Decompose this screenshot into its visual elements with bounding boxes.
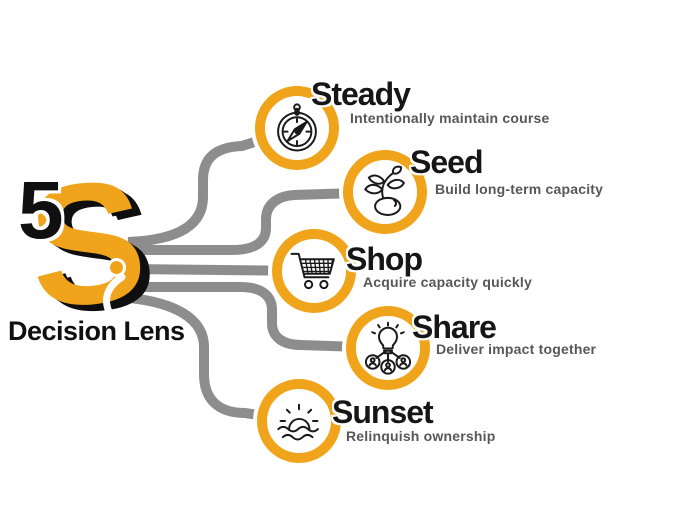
- logo-dot-icon: [107, 258, 126, 277]
- node-title-share: Share: [412, 309, 497, 345]
- node-title-seed: Seed: [410, 144, 483, 180]
- node-shop: [272, 229, 356, 313]
- idea-people-icon: [364, 321, 412, 375]
- logo-label: Decision Lens: [8, 316, 185, 346]
- node-share: [346, 306, 430, 390]
- node-title-steady: Steady: [311, 76, 411, 112]
- compass-icon: [277, 103, 317, 152]
- connector-seed: [128, 187, 386, 255]
- node-steady: [255, 86, 339, 170]
- connector-share: [130, 282, 389, 353]
- node-title-shop: Shop: [346, 241, 423, 277]
- logo-number-5: 5: [18, 165, 64, 256]
- node-seed: [343, 150, 427, 234]
- seedling-icon: [364, 165, 405, 216]
- logo-shine-icon: [103, 273, 126, 316]
- node-title-sunset: Sunset: [332, 394, 434, 430]
- node-subtitle-seed: Build long-term capacity: [435, 181, 604, 197]
- node-subtitle-steady: Intentionally maintain course: [350, 110, 550, 126]
- connector-sunset: [129, 293, 300, 426]
- node-subtitle-share: Deliver impact together: [436, 341, 597, 357]
- connector-steady: [127, 123, 299, 247]
- node-sunset: [257, 379, 341, 463]
- shopping-cart-icon: [290, 252, 335, 290]
- node-subtitle-shop: Acquire capacity quickly: [363, 274, 532, 290]
- sunset-icon: [277, 403, 319, 441]
- node-subtitle-sunset: Relinquish ownership: [346, 428, 496, 444]
